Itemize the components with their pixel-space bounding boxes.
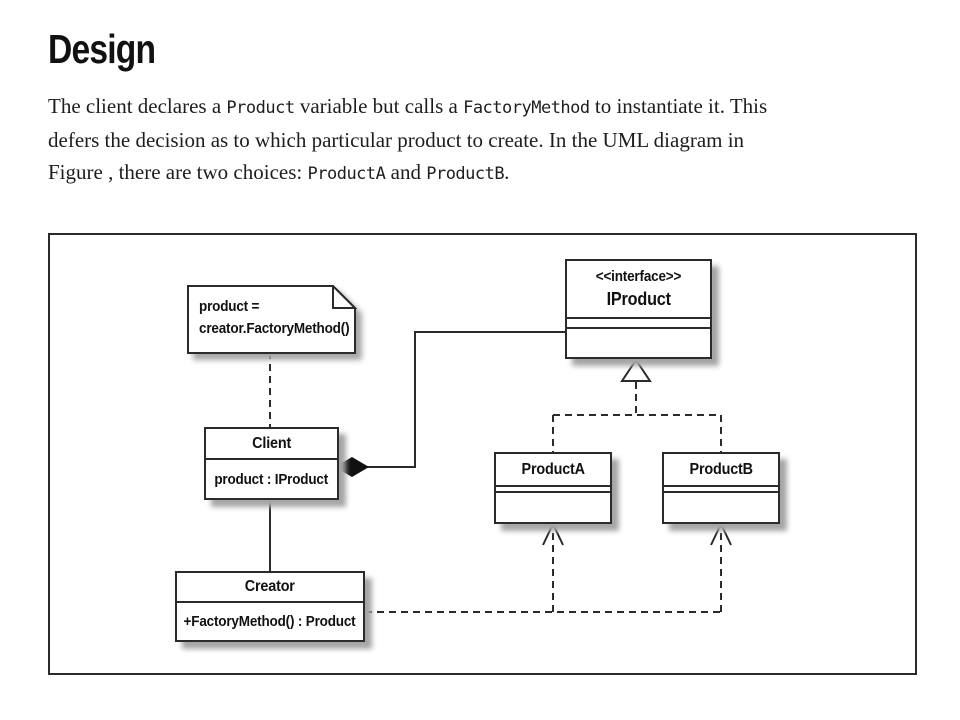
creator-operation-label: +FactoryMethod() : Product (184, 613, 356, 630)
interface-stereotype-label: <<interface>> (595, 267, 682, 285)
inline-code-productb: ProductB (426, 164, 505, 184)
intro-text-segment: . (504, 160, 510, 184)
page-title: Design (48, 26, 179, 73)
intro-paragraph: The client declares a Product variable b… (48, 90, 904, 190)
client-attribute-label: product : IProduct (214, 470, 329, 488)
productb-operations-compartment (664, 493, 778, 522)
creator-title-compartment: Creator (177, 573, 363, 603)
intro-text-segment: variable but calls a (294, 94, 464, 118)
productb-attributes-compartment (664, 487, 778, 493)
iproduct-title-compartment: <<interface>> IProduct (567, 261, 710, 319)
producta-attributes-compartment (496, 487, 610, 493)
producta-class-box: ProductA (494, 452, 612, 524)
creator-operations-compartment: +FactoryMethod() : Product (177, 603, 363, 640)
note-text: product = creator.FactoryMethod() (199, 296, 366, 340)
dependency-arrowhead-productb-icon (710, 521, 732, 546)
iproduct-interface-box: <<interface>> IProduct (565, 259, 712, 359)
dependency-arrowhead-producta-icon (542, 521, 564, 546)
producta-name-label: ProductA (521, 460, 585, 478)
productb-title-compartment: ProductB (664, 454, 778, 487)
client-title-compartment: Client (206, 429, 337, 460)
intro-text-segment: to instantiate it. This (589, 94, 768, 118)
page-title-text: Design (48, 26, 156, 72)
intro-text-segment: Figure , there are two choices: (48, 160, 308, 184)
producta-title-compartment: ProductA (496, 454, 610, 487)
note-line-2: creator.FactoryMethod() (199, 319, 350, 337)
inline-code-factorymethod: FactoryMethod (463, 98, 590, 118)
intro-text-segment: and (385, 160, 427, 184)
uml-connector-layer (269, 331, 732, 613)
productb-name-label: ProductB (689, 460, 753, 478)
note-shape-icon (187, 285, 357, 354)
iproduct-attributes-compartment (567, 319, 710, 329)
client-iproduct-line (366, 331, 565, 468)
aggregation-diamond-icon (335, 457, 369, 477)
uml-diagram-frame: product = creator.FactoryMethod() <<inte… (48, 233, 917, 675)
client-class-box: Client product : IProduct (204, 427, 339, 500)
inline-code-product: Product (226, 98, 295, 118)
uml-note: product = creator.FactoryMethod() (187, 285, 357, 354)
realization-triangle-icon (620, 358, 652, 382)
client-name-label: Client (252, 434, 291, 452)
iproduct-name-label: IProduct (606, 288, 671, 309)
producta-operations-compartment (496, 493, 610, 522)
intro-text-segment: The client declares a (48, 94, 227, 118)
creator-name-label: Creator (245, 578, 295, 595)
client-attributes-compartment: product : IProduct (206, 460, 337, 498)
productb-class-box: ProductB (662, 452, 780, 524)
iproduct-operations-compartment (567, 329, 710, 357)
creator-class-box: Creator +FactoryMethod() : Product (175, 571, 365, 642)
intro-text-segment: defers the decision as to which particul… (48, 128, 745, 152)
note-line-1: product = (199, 298, 260, 315)
inline-code-producta: ProductA (307, 164, 386, 184)
